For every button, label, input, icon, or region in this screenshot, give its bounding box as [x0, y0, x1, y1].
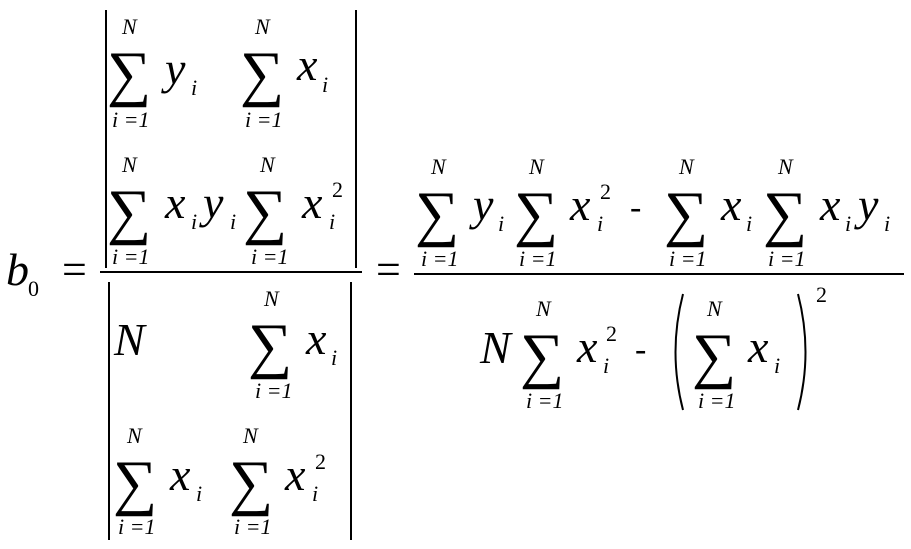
lower-limit: i =1 [519, 246, 556, 271]
term-x: x [819, 179, 841, 230]
term-x: x [576, 321, 598, 372]
sub-i: i [331, 345, 337, 370]
lower-limit: i =1 [421, 246, 458, 271]
upper-limit: N [528, 154, 545, 179]
sub-i: i [329, 209, 335, 234]
lower-limit: i =1 [118, 514, 155, 539]
sum-sigma: ∑ [763, 180, 807, 248]
sub-i: i [498, 211, 504, 236]
sup-2: 2 [315, 449, 326, 474]
upper-limit: N [121, 14, 138, 39]
num-r1c1-sum-y: N ∑ i =1 y i [107, 14, 197, 132]
term-x: x [301, 177, 323, 228]
den-r1c2-sum-x: N ∑ i =1 x i [248, 286, 337, 403]
upper-limit: N [263, 286, 280, 311]
rnum-sum-y: N ∑ i =1 y i [415, 154, 504, 271]
sum-sigma: ∑ [415, 180, 459, 248]
rden-N: N [479, 322, 513, 373]
sum-sigma: ∑ [692, 322, 736, 390]
lower-limit: i =1 [234, 514, 271, 539]
sum-sigma: ∑ [520, 322, 564, 390]
right-paren [797, 293, 807, 411]
sub-i: i [196, 481, 202, 506]
sup-2: 2 [600, 179, 611, 204]
term-x: x [747, 321, 769, 372]
rnum-sum-xy: N ∑ i =1 x i y i [763, 154, 890, 271]
sub-i: i [774, 353, 780, 378]
sum-sigma: ∑ [240, 40, 284, 108]
rnum-sum-x: N ∑ i =1 x i [664, 154, 752, 271]
upper-limit: N [242, 423, 259, 448]
minus-sign-1: - [630, 189, 641, 226]
upper-limit: N [259, 152, 276, 177]
lower-limit: i =1 [251, 244, 288, 269]
lhs-variable: b [6, 244, 29, 295]
lhs-b0: b 0 [6, 244, 39, 301]
lower-limit: i =1 [112, 107, 149, 132]
sum-sigma: ∑ [664, 180, 708, 248]
num-r2c1-sum-xy: N ∑ i =1 x i y i [107, 152, 236, 269]
upper-limit: N [254, 14, 271, 39]
sum-sigma: ∑ [229, 449, 273, 517]
sum-sigma: ∑ [248, 312, 292, 380]
sub-i: i [191, 209, 197, 234]
lower-limit: i =1 [698, 388, 735, 413]
sub-i: i [312, 481, 318, 506]
upper-limit: N [535, 296, 552, 321]
outer-power-2: 2 [816, 282, 827, 307]
upper-limit: N [430, 154, 447, 179]
term-x: x [169, 449, 191, 500]
num-r1c2-sum-x: N ∑ i =1 x i [240, 14, 328, 132]
sum-sigma: ∑ [243, 178, 287, 246]
term-x: x [305, 313, 327, 364]
lower-limit: i =1 [112, 244, 149, 269]
rden-sum-x-squared: N ∑ i =1 x 2 i [520, 296, 617, 413]
sum-sigma: ∑ [113, 449, 157, 517]
term-x: x [296, 39, 318, 90]
lower-limit: i =1 [245, 107, 282, 132]
term-x: x [164, 177, 186, 228]
sup-2: 2 [606, 321, 617, 346]
sub-i: i [746, 211, 752, 236]
term-y: y [161, 43, 186, 94]
upper-limit: N [121, 152, 138, 177]
num-r2c2-sum-x-squared: N ∑ i =1 x 2 i [243, 152, 343, 269]
rnum-sum-x-squared: N ∑ i =1 x 2 i [514, 154, 611, 271]
sum-sigma: ∑ [107, 178, 151, 246]
sub-i: i [191, 75, 197, 100]
equals-sign-2: = [376, 245, 401, 294]
minus-sign-2: - [635, 331, 646, 368]
term-x: x [569, 179, 591, 230]
lower-limit: i =1 [768, 246, 805, 271]
sum-sigma: ∑ [107, 40, 151, 108]
sub-i: i [230, 209, 236, 234]
upper-limit: N [678, 154, 695, 179]
sub-i: i [884, 211, 890, 236]
den-r2c2-sum-x-squared: N ∑ i =1 x 2 i [229, 423, 326, 539]
sub-i: i [845, 211, 851, 236]
den-r2c1-sum-x: N ∑ i =1 x i [113, 423, 202, 539]
sub-i: i [322, 72, 328, 97]
term-x: x [284, 449, 306, 500]
lower-limit: i =1 [255, 378, 292, 403]
term-y: y [469, 179, 494, 230]
den-r1c1-N: N [113, 314, 147, 365]
upper-limit: N [706, 296, 723, 321]
term-x: x [720, 179, 742, 230]
upper-limit: N [126, 423, 143, 448]
equals-sign-1: = [62, 245, 87, 294]
lower-limit: i =1 [669, 246, 706, 271]
sub-i: i [603, 353, 609, 378]
lhs-subscript: 0 [28, 276, 39, 301]
rden-sum-x: N ∑ i =1 x i [692, 296, 780, 413]
sum-sigma: ∑ [514, 180, 558, 248]
term-y: y [854, 179, 879, 230]
lower-limit: i =1 [526, 388, 563, 413]
term-y: y [199, 177, 224, 228]
sub-i: i [597, 211, 603, 236]
left-paren [674, 293, 684, 411]
upper-limit: N [777, 154, 794, 179]
sup-2: 2 [332, 177, 343, 202]
